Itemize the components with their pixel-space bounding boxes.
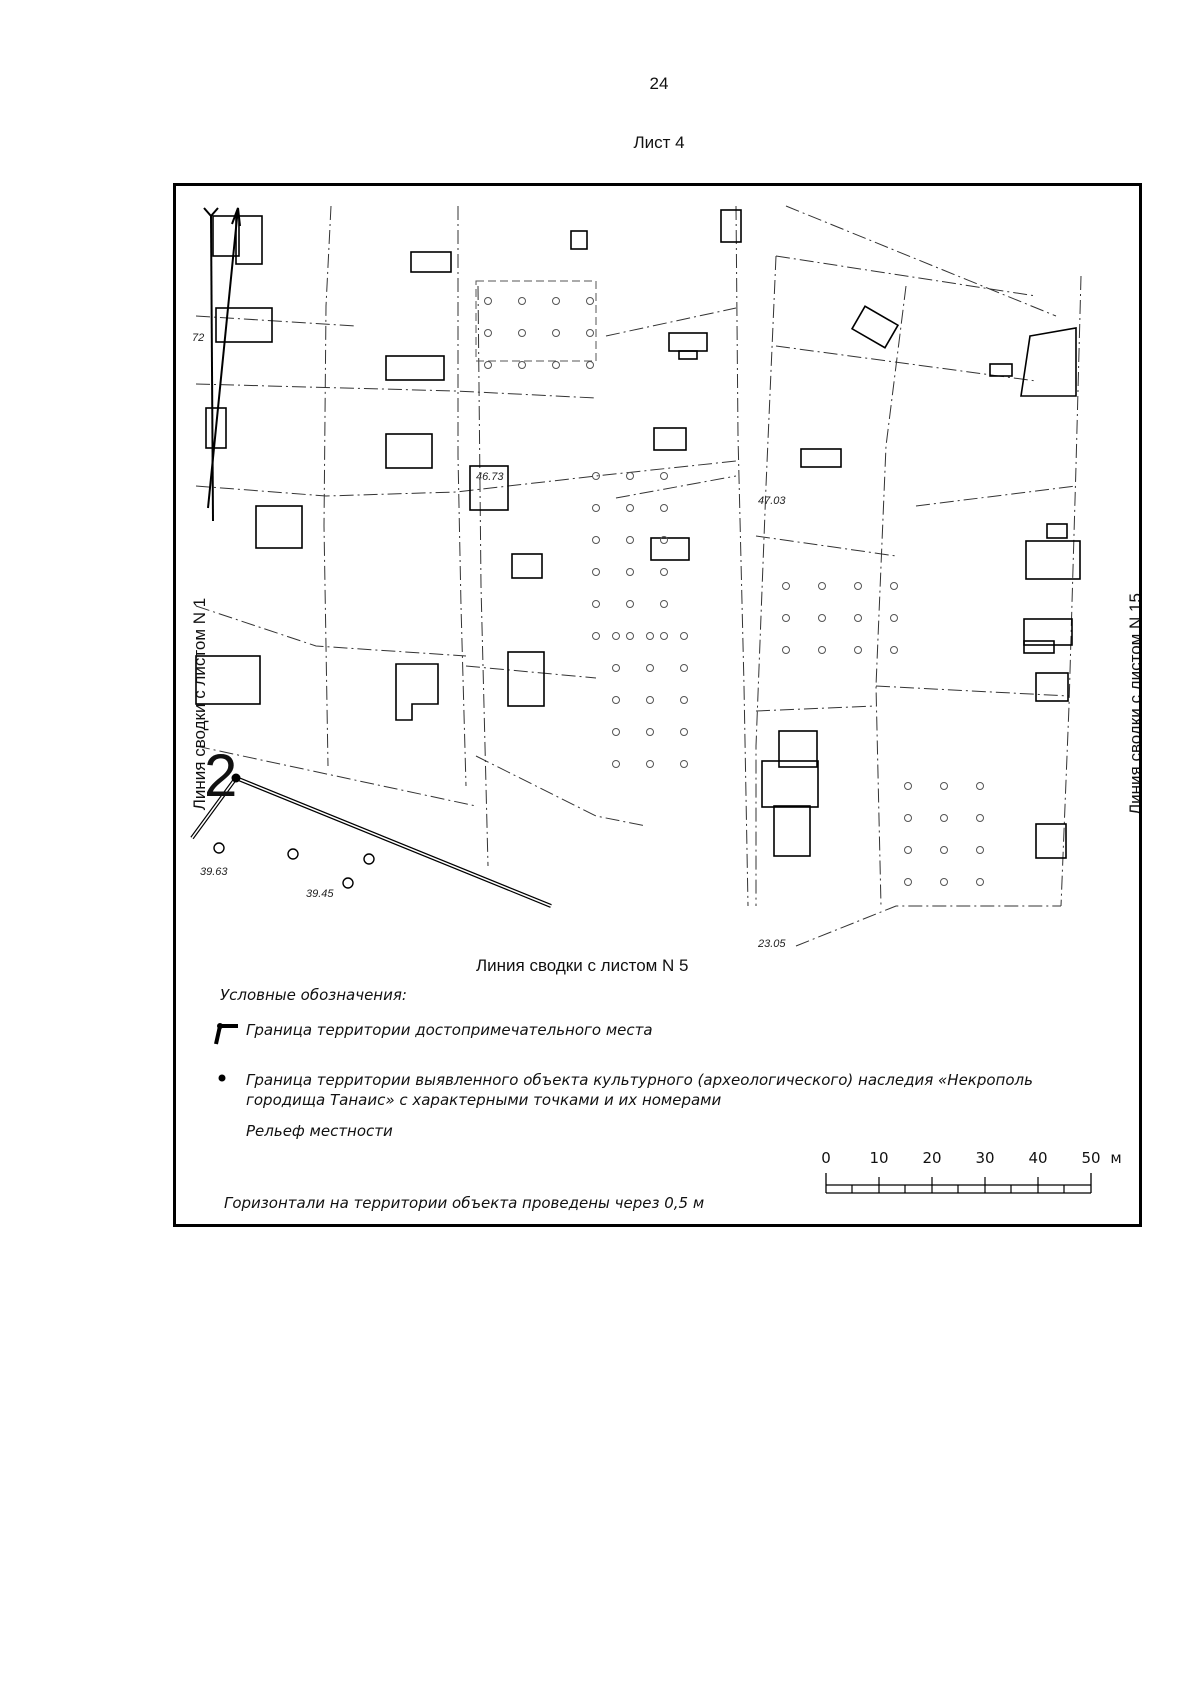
relief-dot (552, 297, 560, 305)
relief-dot (552, 361, 560, 369)
relief-dot (626, 504, 634, 512)
relief-dot (626, 568, 634, 576)
relief-dot (646, 632, 654, 640)
relief-dot (626, 632, 634, 640)
relief-dot (586, 361, 594, 369)
relief-dot (782, 614, 790, 622)
relief-dot (818, 646, 826, 654)
elevation-label: 39.45 (306, 888, 334, 900)
relief-dot (680, 728, 688, 736)
relief-dot (890, 582, 898, 590)
relief-dot (484, 297, 492, 305)
relief-dot (854, 582, 862, 590)
contour-note: Горизонтали на территории объекта провед… (224, 1194, 705, 1212)
relief-dot (646, 728, 654, 736)
relief-dot (660, 632, 668, 640)
relief-dot (904, 814, 912, 822)
relief-dot (660, 472, 668, 480)
relief-dot (646, 664, 654, 672)
seam-label-bottom: Линия сводки с листом N 5 (476, 956, 689, 975)
relief-dot (976, 782, 984, 790)
elevation-label: 72 (192, 332, 205, 344)
elevation-label: 39.63 (200, 866, 228, 878)
relief-dot (646, 760, 654, 768)
relief-dot (976, 878, 984, 886)
relief-dot (680, 664, 688, 672)
relief-dot (680, 760, 688, 768)
boundary-point-number: 2 (204, 742, 238, 809)
legend-relief: Рельеф местности (246, 1122, 393, 1140)
legend-item-boundary-object: Граница территории выявленного объекта к… (206, 1070, 1066, 1110)
relief-dot (626, 536, 634, 544)
relief-dot (484, 329, 492, 337)
seam-label-right: Линия сводки с листом N 15 (1126, 593, 1142, 815)
relief-dot (904, 846, 912, 854)
relief-dot (904, 878, 912, 886)
relief-dot (854, 614, 862, 622)
scale-bar: 0 10 20 30 40 50 м (821, 1149, 1122, 1204)
legend-title: Условные обозначения: (220, 986, 407, 1004)
relief-dot (680, 632, 688, 640)
relief-dot (940, 846, 948, 854)
relief-dot (518, 361, 526, 369)
page-number: 24 (649, 74, 669, 93)
relief-dot (612, 632, 620, 640)
legend-item-boundary-place: Граница территории достопримечательного … (206, 1020, 1066, 1045)
relief-dot (592, 472, 600, 480)
relief-dot (818, 614, 826, 622)
relief-dot (940, 782, 948, 790)
relief-dot (646, 696, 654, 704)
sheet-title: Лист 4 (633, 133, 685, 152)
relief-dot (940, 878, 948, 886)
elevation-label: 46.73 (476, 471, 504, 483)
relief-dot (782, 646, 790, 654)
relief-dot (976, 814, 984, 822)
elevation-label: 47.03 (758, 495, 786, 507)
boundary-point-icon (206, 1070, 246, 1092)
relief-dot (680, 696, 688, 704)
relief-dots (484, 297, 984, 886)
buildings (195, 209, 1081, 859)
relief-dot (518, 329, 526, 337)
relief-dot (660, 568, 668, 576)
relief-dot (940, 814, 948, 822)
relief-dot (660, 504, 668, 512)
relief-dot (976, 846, 984, 854)
relief-dot (660, 600, 668, 608)
relief-dot (854, 646, 862, 654)
relief-dot (586, 329, 594, 337)
relief-dot (782, 582, 790, 590)
relief-dot (592, 632, 600, 640)
relief-dot (592, 504, 600, 512)
relief-dot (612, 696, 620, 704)
parcel-lines (195, 205, 1082, 947)
relief-dot (660, 536, 668, 544)
north-arrow-icon (203, 207, 241, 522)
relief-dot (518, 297, 526, 305)
boundary-corner-icon (206, 1020, 246, 1045)
relief-dot (592, 536, 600, 544)
relief-dot (552, 329, 560, 337)
relief-dot (586, 297, 594, 305)
elevation-label: 23.05 (758, 938, 786, 950)
relief-dot (626, 600, 634, 608)
relief-dot (818, 582, 826, 590)
object-boundary-line (190, 773, 552, 908)
relief-dot (890, 614, 898, 622)
relief-dot (904, 782, 912, 790)
relief-dot (592, 568, 600, 576)
relief-dot (626, 472, 634, 480)
relief-dot (612, 760, 620, 768)
relief-dot (592, 600, 600, 608)
relief-dot (484, 361, 492, 369)
relief-dot (890, 646, 898, 654)
map-frame: Линия сводки с листом N 1 Линия сводки с… (173, 183, 1142, 1227)
map-canvas (190, 205, 1082, 947)
relief-dot (612, 728, 620, 736)
relief-dot (612, 664, 620, 672)
